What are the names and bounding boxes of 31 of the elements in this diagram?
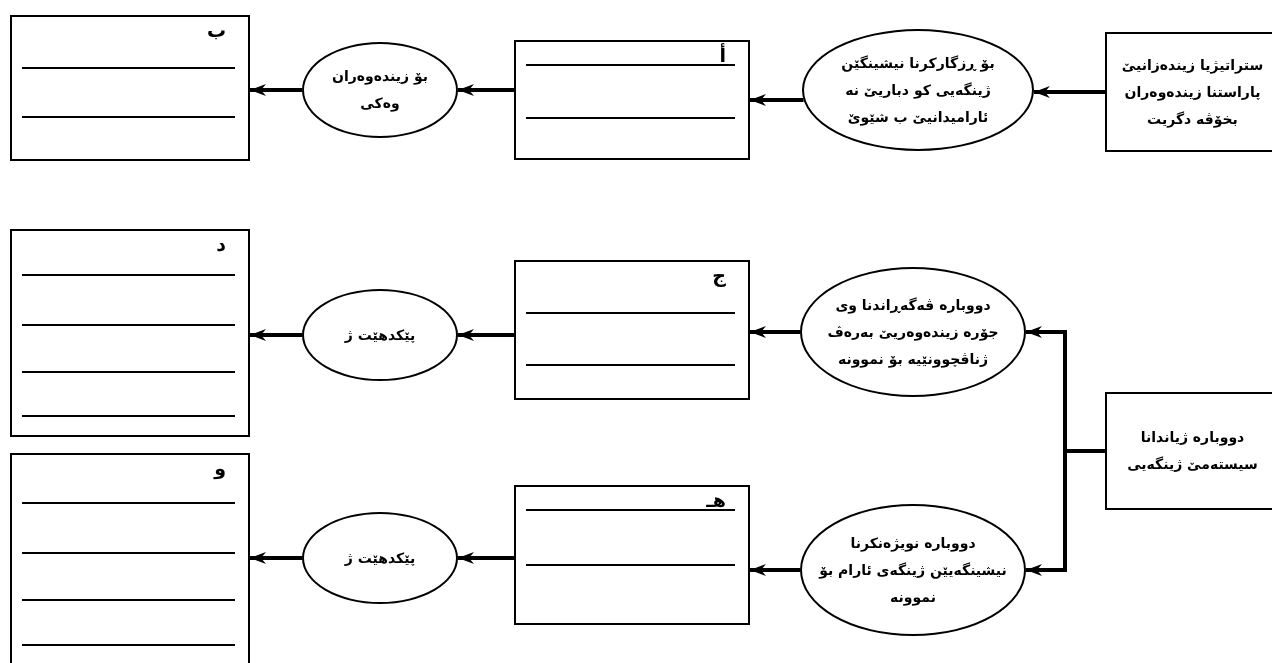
process-ellipse: پێکدهێت ژ	[302, 512, 458, 604]
arrow	[1033, 86, 1105, 98]
arrow	[750, 564, 800, 576]
answer-box	[514, 485, 750, 625]
arrow	[250, 84, 302, 96]
process-ellipse: بۆ ڕزگارکرنا نیشینگێن ژینگەیی کو دباریێ نە ئارامیدانیێ ب شێوێ	[802, 29, 1034, 151]
box-letter: د	[216, 233, 226, 255]
arrow	[458, 84, 514, 96]
process-ellipse: بۆ زیندەوەران وەکی	[302, 42, 458, 138]
arrow	[458, 552, 514, 564]
box-letter: أ	[719, 44, 726, 66]
arrow	[750, 326, 800, 338]
process-box: ستراتیژیا زیندەزانیێ پاراستنا زیندەوەران بخۆڤە دگریت	[1105, 32, 1272, 152]
arrow	[250, 329, 302, 341]
answer-box	[10, 229, 250, 437]
arrow	[1026, 449, 1105, 576]
box-letter: و	[214, 457, 226, 479]
box-letter: ج	[712, 264, 726, 286]
box-letter: ب	[206, 19, 226, 41]
arrow	[458, 329, 514, 341]
process-ellipse: دووبارە نویژەنکرنا نیشینگەیێن ژینگەی ئارام بۆ نموونە	[800, 504, 1026, 636]
answer-box	[10, 453, 250, 663]
answer-box	[514, 40, 750, 160]
arrow	[250, 552, 302, 564]
process-ellipse: دووبارە ڤەگەڕاندنا وی جۆرە زیندەوەریێ بەرەڤ ژناڤچوونێیە بۆ نموونە	[800, 267, 1026, 397]
process-box: دووبارە ژیاندانا سیستەمێ ژینگەیی	[1105, 392, 1272, 510]
arrow	[750, 94, 804, 106]
process-ellipse: پێکدهێت ژ	[302, 289, 458, 381]
box-letter: هـ	[706, 489, 726, 511]
answer-box	[514, 260, 750, 400]
answer-box	[10, 15, 250, 161]
